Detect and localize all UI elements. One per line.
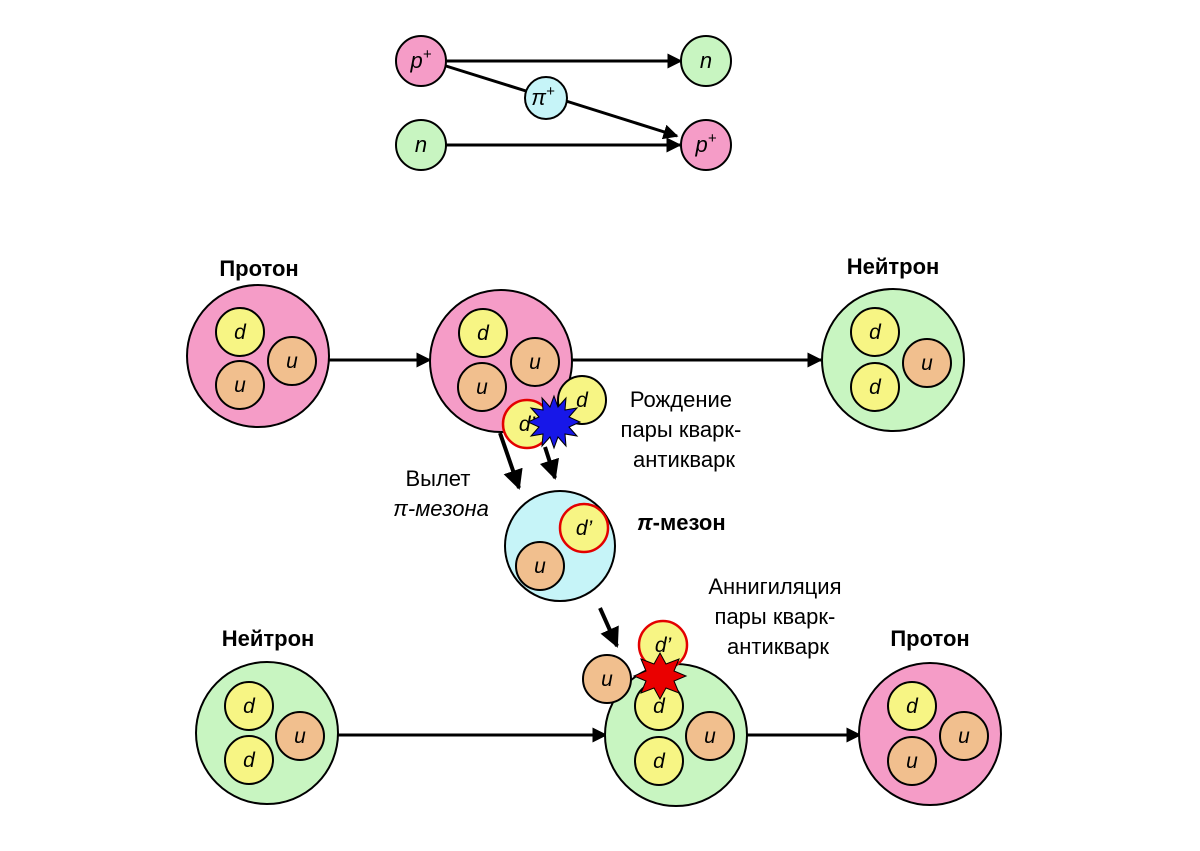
created-anti-d-label: d’	[519, 413, 536, 436]
top-proton-out: p+	[680, 119, 732, 171]
pion-absorption-arrow	[598, 607, 619, 648]
neutron-2-d-quark-bottom	[224, 735, 274, 785]
proton-2: d u u	[858, 662, 1002, 806]
pair-creation-star-icon	[526, 394, 582, 450]
neutron-absorbing-u-quark	[685, 711, 735, 761]
neutron-1: d u d	[821, 288, 965, 432]
pion-anti-d-quark	[558, 502, 610, 554]
pion-u-label: u	[534, 555, 546, 578]
top-pion-circle	[524, 76, 568, 120]
neutron-1-u-label: u	[921, 352, 933, 375]
incoming-anti-d-label: d’	[655, 634, 672, 657]
neutron-absorbing-d-quark-bottom	[634, 736, 684, 786]
top-pion: π+	[524, 76, 568, 120]
annihilation-star-icon	[632, 651, 688, 701]
incoming-u-quark	[582, 654, 632, 704]
incoming-u-label: u	[601, 668, 613, 691]
neutron-absorbing-d-label-bottom: d	[653, 750, 666, 773]
proton-1-d-label: d	[234, 321, 247, 344]
pion-anti-d-label: d’	[576, 517, 593, 540]
neutron-2-d-label-bottom: d	[243, 749, 256, 772]
proton-2-d-label: d	[906, 695, 919, 718]
proton-2-d-quark	[887, 681, 937, 731]
top-neutron-out-circle	[680, 35, 732, 87]
proton-1: d u u	[186, 284, 330, 428]
proton-emitting-d-label: d	[477, 322, 490, 345]
top-pion-label: π+	[531, 83, 555, 110]
neutron-1-d-quark-bottom	[850, 362, 900, 412]
pion-meson: d’ u	[504, 490, 616, 602]
creation-note: Рождение пары кварк- антикварк	[621, 387, 748, 472]
neutron-2-u-quark	[275, 711, 325, 761]
pion-u-quark	[515, 541, 565, 591]
proton-1-u-label-right: u	[286, 350, 298, 373]
top-proton-in: p+	[395, 35, 447, 87]
proton-1-u-quark-bottom	[215, 360, 265, 410]
proton-2-title: Протон	[890, 626, 969, 651]
proton-to-pion-line	[445, 64, 527, 93]
proton-1-d-quark	[215, 307, 265, 357]
neutron-absorbing-u-label: u	[704, 725, 716, 748]
neutron-2-u-label: u	[294, 725, 306, 748]
proton-emitting-u-label-right: u	[529, 351, 541, 374]
top-proton-out-label: p+	[694, 130, 716, 157]
neutron-2-d-quark-top	[224, 681, 274, 731]
neutron-1-title: Нейтрон	[847, 254, 940, 279]
pion-to-proton-line	[565, 99, 679, 140]
proton-emitting-u-label-bottom: u	[476, 376, 488, 399]
neutron-1-d-label-top: d	[869, 321, 882, 344]
top-neutron-in: n	[395, 119, 447, 171]
neutron-2-title: Нейтрон	[222, 626, 315, 651]
annihilation-note: Аннигиляция пары кварк- антикварк	[708, 574, 847, 659]
proton-2-u-quark-right	[939, 711, 989, 761]
neutron-1-u-quark	[902, 338, 952, 388]
proton-2-u-quark-bottom	[887, 736, 937, 786]
top-proton-in-label: p+	[409, 46, 431, 73]
neutron-1-d-label-bottom: d	[869, 376, 882, 399]
emission-note: Вылет π-мезона	[393, 466, 489, 521]
top-schematic: p+ n π+ n p+	[395, 35, 732, 171]
top-neutron-out: n	[680, 35, 732, 87]
proton-emitting-d-quark	[458, 308, 508, 358]
top-neutron-in-label: n	[415, 132, 427, 157]
neutron-2-d-label-top: d	[243, 695, 256, 718]
neutron-absorbing-d-label-top: d	[653, 695, 666, 718]
proton-2-u-label-right: u	[958, 725, 970, 748]
top-neutron-out-label: n	[700, 48, 712, 73]
created-d-quark-label: d	[576, 389, 589, 412]
pion-emission-arrow-left	[498, 432, 523, 490]
proton-emitting-u-quark-right	[510, 337, 560, 387]
top-proton-in-circle	[395, 35, 447, 87]
pion-emission-arrow-right	[539, 446, 559, 480]
neutron-absorbing: d u d u d’	[582, 619, 748, 807]
top-neutron-in-circle	[395, 119, 447, 171]
proton-1-u-label-bottom: u	[234, 374, 246, 397]
proton-emitting-u-quark-bottom	[457, 362, 507, 412]
neutron-1-d-quark-top	[850, 307, 900, 357]
proton-emitting: d u u d d’	[429, 289, 607, 450]
top-proton-out-circle	[680, 119, 732, 171]
proton-1-u-quark-right	[267, 336, 317, 386]
pion-title: π-мезон	[637, 510, 726, 535]
neutron-2: d u d	[195, 661, 339, 805]
proton-1-title: Протон	[219, 256, 298, 281]
proton-2-u-label-bottom: u	[906, 750, 918, 773]
